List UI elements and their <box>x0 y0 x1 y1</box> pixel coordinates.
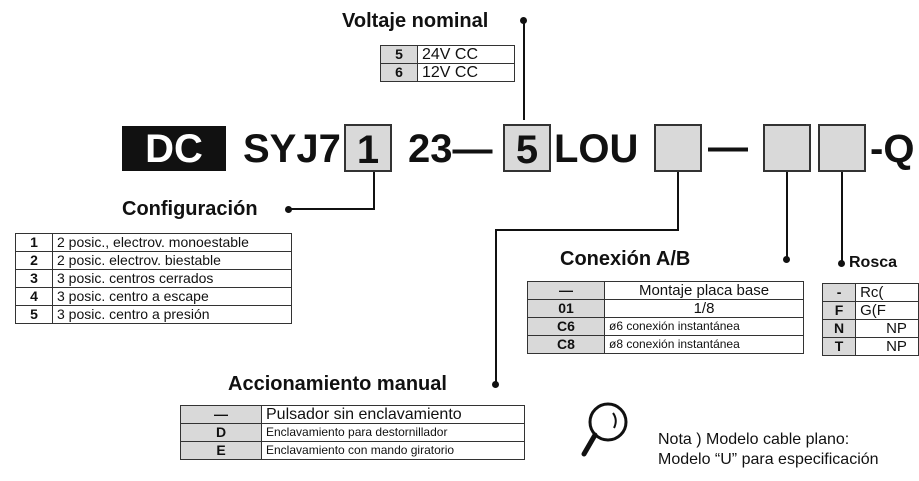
table-row: 1 2 posic., electrov. monoestable <box>15 233 292 252</box>
table-row: - Rc( <box>821 283 919 302</box>
config-desc: 3 posic. centros cerrados <box>52 269 292 288</box>
model-tail: -Q <box>870 127 915 171</box>
manual-dot <box>492 381 499 388</box>
config-leader-h <box>290 208 375 210</box>
conexion-desc: 1/8 <box>604 299 804 318</box>
rosca-code: F <box>821 301 857 320</box>
nota-line2: Modelo “U” para especificación <box>658 451 879 468</box>
conexion-desc: ø6 conexión instantánea <box>604 317 804 336</box>
rosca-table: - Rc( F G(F N NP T NP <box>821 283 919 356</box>
config-code: 3 <box>15 269 53 288</box>
model-mid: 23— <box>408 127 493 171</box>
conexion-desc: ø8 conexión instantánea <box>604 335 804 354</box>
table-row: E Enclavamiento con mando giratorio <box>180 441 525 460</box>
voltaje-code: 5 <box>380 45 418 64</box>
rosca-dot <box>838 260 845 267</box>
manual-table: — Pulsador sin enclavamiento D Enclavami… <box>180 405 525 460</box>
rosca-leader <box>841 172 843 264</box>
config-desc: 2 posic., electrov. monoestable <box>52 233 292 252</box>
table-row: — Pulsador sin enclavamiento <box>180 405 525 424</box>
manual-leader-v1 <box>677 172 679 230</box>
manual-code: E <box>180 441 262 460</box>
table-row: 2 2 posic. electrov. biestable <box>15 251 292 270</box>
manual-code: — <box>180 405 262 424</box>
conexion-code: 01 <box>527 299 605 318</box>
voltaje-desc: 24V CC <box>417 45 515 64</box>
conexion-title: Conexión A/B <box>560 248 691 270</box>
voltaje-leader <box>523 21 525 120</box>
config-code: 1 <box>15 233 53 252</box>
rosca-desc: NP <box>855 337 919 356</box>
model-lou: LOU <box>554 127 639 171</box>
table-row: F G(F <box>821 301 919 320</box>
dc-label: DC <box>145 127 203 171</box>
config-code: 5 <box>15 305 53 324</box>
config-code: 4 <box>15 287 53 306</box>
model-dash: — <box>708 125 748 169</box>
config-box: 1 <box>344 124 392 172</box>
conexion-box <box>763 124 811 172</box>
manual-leader-h <box>495 229 679 231</box>
conexion-code: C6 <box>527 317 605 336</box>
voltage-value: 5 <box>515 128 539 172</box>
voltaje-desc: 12V CC <box>417 63 515 82</box>
manual-leader-v2 <box>495 229 497 385</box>
dc-badge <box>122 126 226 171</box>
voltage-box: 5 <box>503 124 551 172</box>
manual-desc: Enclavamiento con mando giratorio <box>261 441 525 460</box>
manual-box <box>654 124 702 172</box>
rosca-title: Rosca <box>849 254 898 271</box>
conexion-desc: Montaje placa base <box>604 281 804 300</box>
rosca-desc: Rc( <box>855 283 919 302</box>
manual-code: D <box>180 423 262 442</box>
manual-title: Accionamiento manual <box>228 373 447 395</box>
voltaje-table: 5 24V CC 6 12V CC <box>380 45 515 82</box>
table-row: — Montaje placa base <box>527 281 804 300</box>
conexion-dot <box>783 256 790 263</box>
rosca-code: - <box>821 283 857 302</box>
table-row: D Enclavamiento para destornillador <box>180 423 525 442</box>
manual-desc: Pulsador sin enclavamiento <box>261 405 525 424</box>
rosca-code: T <box>821 337 857 356</box>
config-desc: 2 posic. electrov. biestable <box>52 251 292 270</box>
config-dot <box>285 206 292 213</box>
table-row: T NP <box>821 337 919 356</box>
table-row: 5 24V CC <box>380 45 515 64</box>
conexion-code: C8 <box>527 335 605 354</box>
config-table: 1 2 posic., electrov. monoestable 2 2 po… <box>15 233 292 324</box>
table-row: N NP <box>821 319 919 338</box>
rosca-desc: NP <box>855 319 919 338</box>
table-row: 6 12V CC <box>380 63 515 82</box>
manual-desc: Enclavamiento para destornillador <box>261 423 525 442</box>
config-code: 2 <box>15 251 53 270</box>
conexion-table: — Montaje placa base 01 1/8 C6 ø6 conexi… <box>527 281 804 354</box>
conexion-leader <box>786 172 788 260</box>
nota-line1: Nota ) Modelo cable plano: <box>658 431 850 448</box>
table-row: C8 ø8 conexión instantánea <box>527 335 804 354</box>
config-desc: 3 posic. centro a escape <box>52 287 292 306</box>
voltaje-title: Voltaje nominal <box>342 10 489 32</box>
config-title: Configuración <box>122 198 258 220</box>
model-prefix: SYJ7 <box>243 127 341 171</box>
config-leader-v <box>373 172 375 209</box>
config-desc: 3 posic. centro a presión <box>52 305 292 324</box>
table-row: C6 ø6 conexión instantánea <box>527 317 804 336</box>
conexion-code: — <box>527 281 605 300</box>
rosca-code: N <box>821 319 857 338</box>
config-value: 1 <box>356 128 380 172</box>
table-row: 3 3 posic. centros cerrados <box>15 269 292 288</box>
magnifier-icon <box>580 398 636 460</box>
table-row: 4 3 posic. centro a escape <box>15 287 292 306</box>
table-row: 01 1/8 <box>527 299 804 318</box>
table-row: 5 3 posic. centro a presión <box>15 305 292 324</box>
rosca-box <box>818 124 866 172</box>
voltaje-dot <box>520 17 527 24</box>
voltaje-code: 6 <box>380 63 418 82</box>
rosca-desc: G(F <box>855 301 919 320</box>
